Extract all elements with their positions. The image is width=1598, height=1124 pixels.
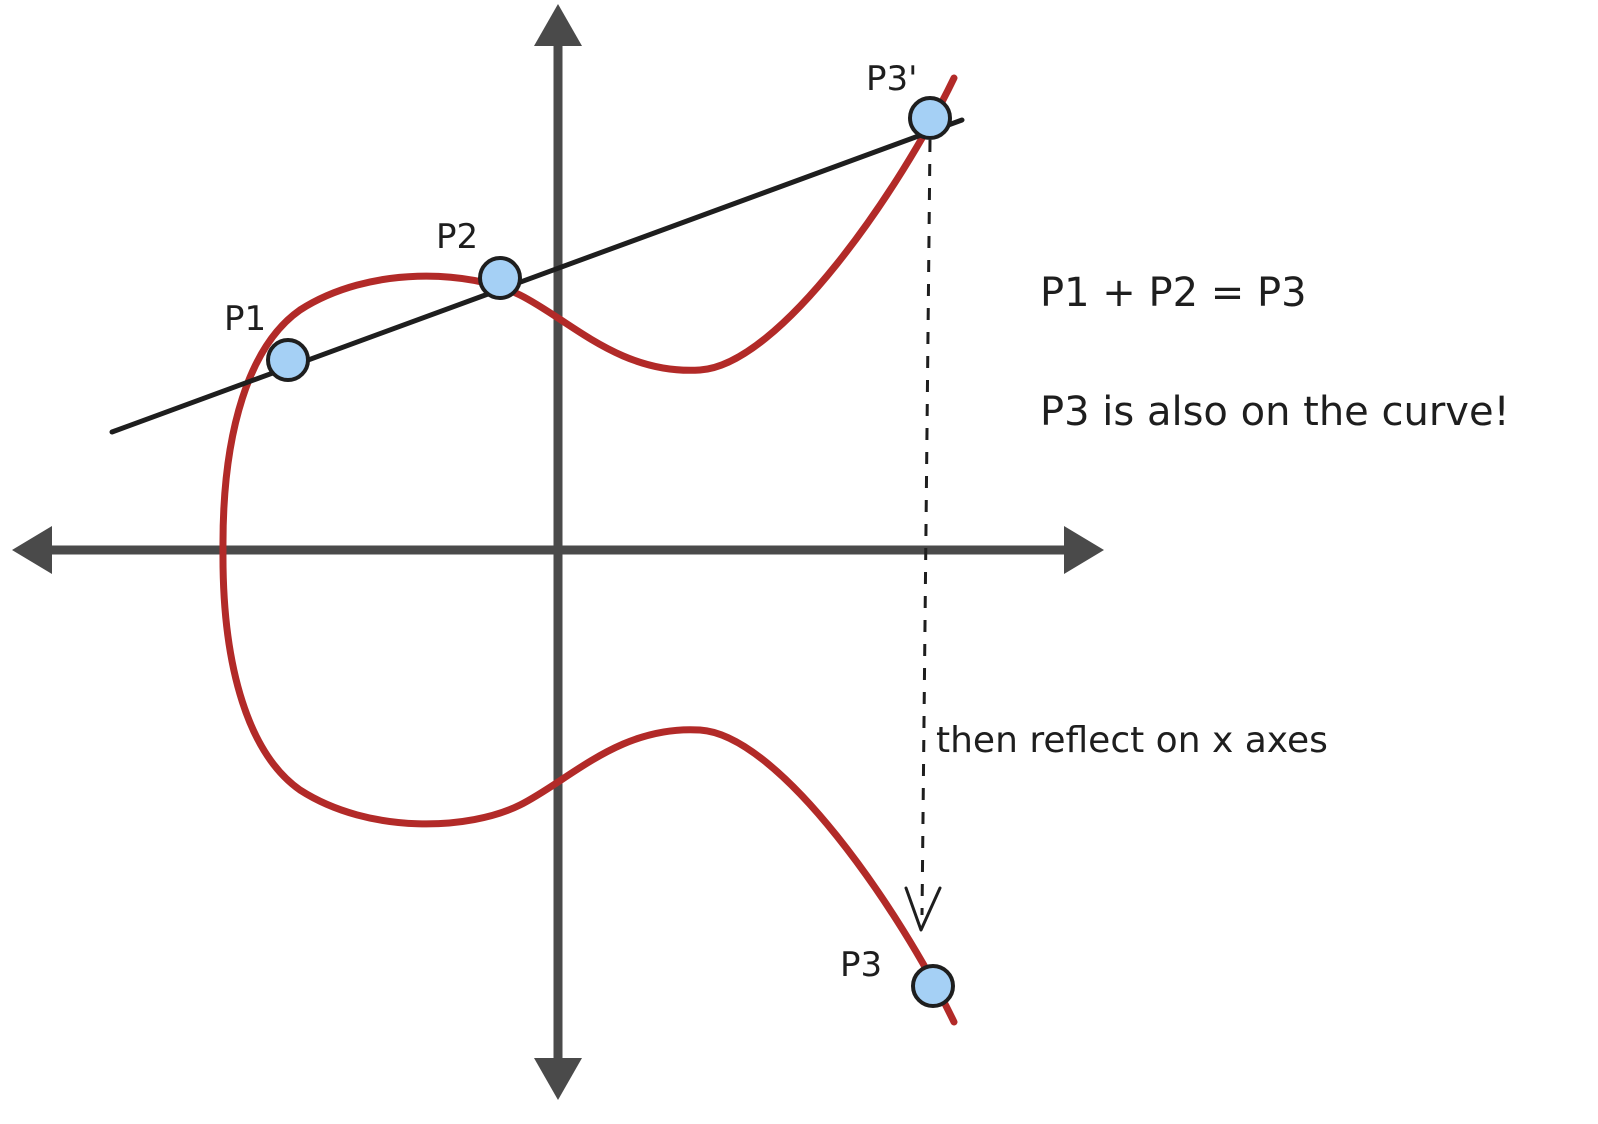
reflection-arrowhead-icon — [904, 886, 942, 932]
point-p2 — [478, 256, 522, 300]
label-p1: P1 — [224, 299, 266, 339]
point-p3-prime — [908, 96, 952, 140]
x-axis-right-arrow-icon — [1064, 526, 1104, 574]
label-p2: P2 — [436, 217, 478, 257]
reflect-note-text: then reflect on x axes — [936, 720, 1328, 761]
curve-lower-branch — [219, 546, 958, 1026]
elliptic-curve — [219, 74, 958, 1026]
reflection-dashed-line — [920, 139, 932, 916]
y-axis-up-arrow-icon — [534, 4, 582, 46]
label-p3-prime: P3' — [866, 59, 917, 99]
label-p3: P3 — [840, 945, 882, 985]
x-axis-left-arrow-icon — [12, 526, 52, 574]
axes — [12, 4, 1104, 1100]
statement-text: P3 is also on the curve! — [1040, 389, 1510, 435]
secant-line — [109, 117, 965, 435]
curve-upper-branch — [219, 74, 958, 554]
point-p1 — [266, 338, 310, 382]
equation-text: P1 + P2 = P3 — [1040, 270, 1307, 316]
point-p3 — [911, 964, 955, 1008]
y-axis-down-arrow-icon — [534, 1058, 582, 1100]
reflection-arrow — [904, 139, 942, 932]
